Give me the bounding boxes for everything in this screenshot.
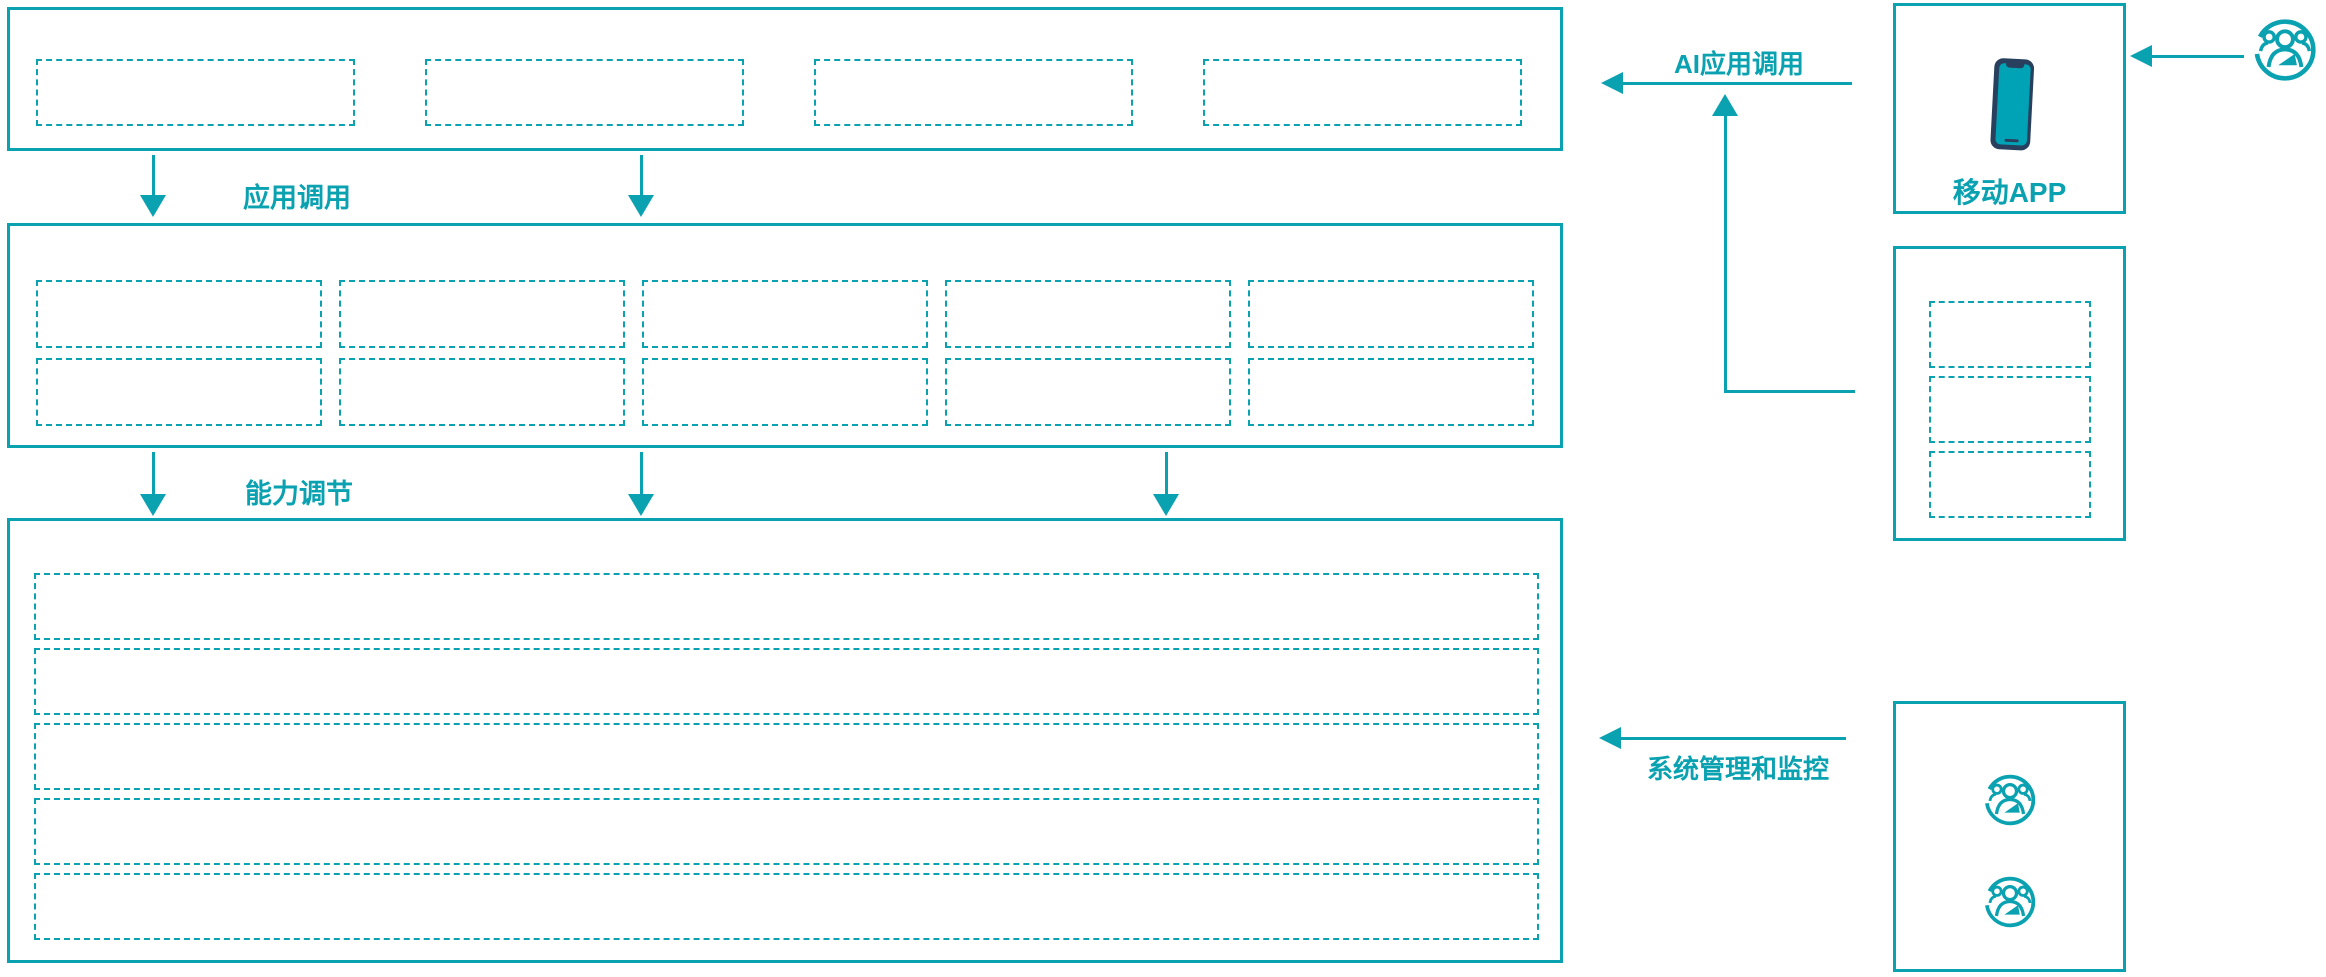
middle-capability-tier [7,223,1563,448]
placeholder-row [34,873,1539,940]
placeholder-box [1248,358,1534,426]
placeholder-box [642,280,928,348]
placeholder-box [1928,451,2091,518]
left-arrowhead-icon [2130,45,2152,67]
placeholder-box [945,280,1231,348]
placeholder-box [339,280,625,348]
up-arrowhead-icon [1712,94,1738,116]
placeholder-box [1928,301,2091,368]
connector-line [1724,114,1727,392]
capability-row-2 [10,358,1560,426]
down-arrow-icon [628,155,654,217]
down-arrow-icon [140,452,166,516]
down-arrow-icon [140,155,166,217]
left-arrowhead-icon [1599,727,1621,749]
left-arrowhead-icon [1601,72,1623,94]
user-group-icon [1982,772,2038,833]
placeholder-row [34,723,1539,790]
user-group-icon [1982,874,2038,935]
placeholder-box [339,358,625,426]
placeholder-row [34,798,1539,865]
user-group-icon [2251,16,2319,89]
connector-line [2152,55,2244,58]
down-arrow-icon [628,452,654,516]
connector-line [1724,390,1855,393]
placeholder-box [36,358,322,426]
placeholder-row [34,648,1539,715]
placeholder-box [1928,376,2091,443]
monitor-panel [1893,701,2126,972]
placeholder-row [34,573,1539,640]
connector-line [1623,82,1852,85]
placeholder-box [1203,59,1522,126]
connector-label-app-call: 应用调用 [243,183,351,213]
placeholder-box [36,280,322,348]
placeholder-box [945,358,1231,426]
down-arrow-icon [1153,452,1179,516]
top-application-tier [7,7,1563,151]
connector-label-ai-app-call: AI应用调用 [1674,49,1805,79]
placeholder-box [642,358,928,426]
mobile-app-box: 移动APP [1893,3,2126,214]
capability-row-1 [10,280,1560,348]
connector-line [1621,737,1846,740]
connector-label-system-monitor: 系统管理和监控 [1647,754,1830,784]
connector-label-capability-tuning: 能力调节 [245,479,353,509]
bottom-platform-tier [7,518,1563,963]
placeholder-box [814,59,1133,126]
smartphone-icon [1984,54,2042,163]
placeholder-box [1248,280,1534,348]
middle-right-panel [1893,246,2126,541]
mobile-app-label: 移动APP [1952,177,2067,208]
placeholder-box [36,59,355,126]
placeholder-box [425,59,744,126]
